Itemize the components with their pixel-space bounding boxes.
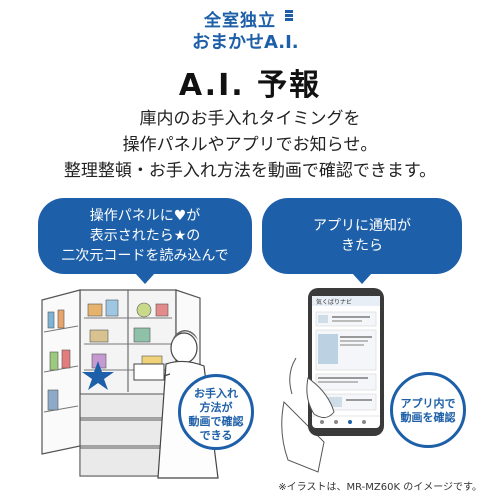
callout-line: 動画を確認 [400,411,456,424]
callout-line: できる [199,429,233,442]
description-line: 整理整頓・お手入れ方法を動画で確認できます。 [63,161,437,181]
callout-fridge-video: お手入れ 方法が 動画で確認 できる [178,374,254,450]
description-line: 操作パネルやアプリでお知らせ。 [122,135,378,155]
callout-line: 動画で確認 [188,415,244,428]
description-line: 庫内のお手入れタイミングを [139,109,361,129]
bubble-line: 表示されたら★の [89,228,201,244]
description: 庫内のお手入れタイミングを 操作パネルやアプリでお知らせ。 整理整頓・お手入れ方… [0,106,500,184]
callout-line: アプリ内で [400,397,456,410]
logo-line1: 全室独立 [204,11,276,31]
qr-star-icon [82,361,114,390]
bubble-line: アプリに通知が [313,218,411,234]
brand-logo: 全室独立 おまかせA.I. [192,6,310,53]
bubble-line: 二次元コードを読み込んで [61,248,229,264]
phone-illustration: 気くばりナビ [281,288,384,473]
callout-line: 方法が [199,401,233,414]
bubble-line: 操作パネルに♥が [89,208,201,224]
logo-line2: おまかせA.I. [192,32,299,53]
page-title: A.I. 予報 [178,68,322,103]
bubble-panel-instruction: 操作パネルに♥が 表示されたら★の 二次元コードを読み込んで [38,198,252,284]
callout-line: お手入れ [194,387,238,400]
bubble-app-notification: アプリに通知が きたら [262,198,462,284]
logo-bars-icon [285,10,293,22]
callout-app-video: アプリ内で 動画を確認 [390,372,466,448]
phone-screen-header: 気くばりナビ [316,298,352,306]
bubble-line: きたら [341,238,383,254]
illustration-note: ※イラストは、MR-MZ60K のイメージです。 [278,482,482,493]
